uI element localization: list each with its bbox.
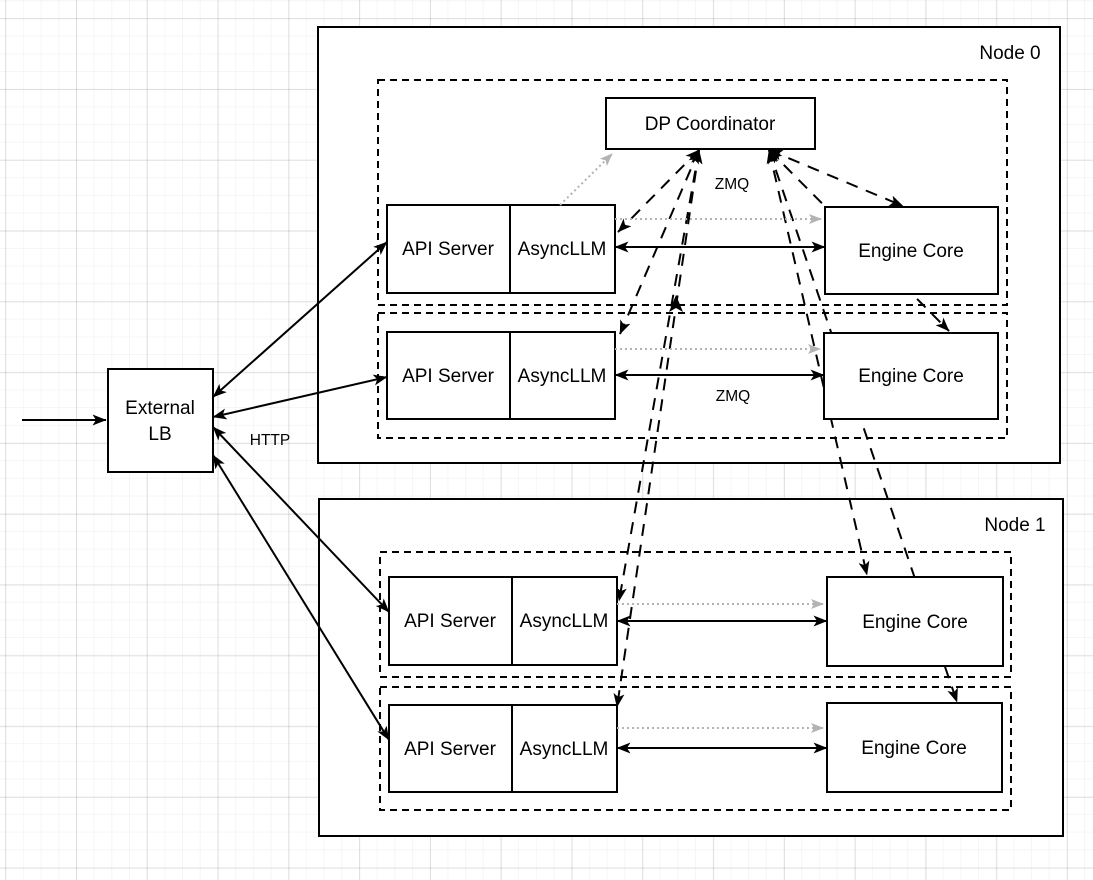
n1r1-engine-core-label: Engine Core (861, 738, 967, 759)
n1r0-engine-core-label: Engine Core (862, 612, 968, 633)
n1r1-asyncllm-label: AsyncLLM (520, 739, 609, 760)
n1r0-engine-core-box (826, 576, 1004, 667)
n0r1-engine-core-box (823, 332, 999, 420)
external-lb-arrows (22, 241, 390, 741)
n0r1-api-server-label: API Server (402, 366, 495, 387)
arrow-lb-n1r1-apiserver (212, 454, 390, 741)
n0r1-asyncllm-label: AsyncLLM (518, 366, 607, 387)
http-label: HTTP (250, 432, 290, 449)
n0r1-engine-core-label: Engine Core (858, 366, 964, 387)
n0r0-engine-core-label: Engine Core (858, 241, 964, 262)
upward-arrowhead (669, 295, 683, 312)
arrow-lb-n0r1-apiserver (212, 374, 388, 420)
dp-coordinator-label: DP Coordinator (645, 114, 776, 135)
n0r0-asyncllm-label: AsyncLLM (518, 239, 607, 260)
asyncllm-engine-arrows (614, 241, 828, 754)
n1r1-api-server-label: API Server (404, 739, 497, 760)
external-lb-label-line2: LB (148, 424, 171, 445)
dp-coordinator-box (605, 97, 816, 150)
n1r0-asyncllm-label: AsyncLLM (520, 611, 609, 632)
zmq-label-rank1: ZMQ (716, 388, 750, 405)
gray-link-n0r0-asyncllm-coordinator (559, 153, 613, 206)
external-lb-box (107, 368, 214, 473)
n1r0-api-server-label: API Server (404, 611, 497, 632)
n1r1-apiserver-asyncllm-box (388, 704, 618, 793)
n0r0-api-server-label: API Server (402, 239, 495, 260)
node1-title: Node 1 (984, 515, 1045, 536)
external-lb-label-line1: External (125, 398, 195, 419)
n1r0-apiserver-asyncllm-box (388, 576, 618, 666)
zmq-label-coordinator: ZMQ (715, 176, 749, 193)
node0-title: Node 0 (979, 43, 1040, 64)
arrow-lb-n0r0-apiserver (212, 241, 388, 398)
n1r1-engine-core-box (826, 702, 1003, 793)
gray-dotted-links (559, 153, 824, 733)
